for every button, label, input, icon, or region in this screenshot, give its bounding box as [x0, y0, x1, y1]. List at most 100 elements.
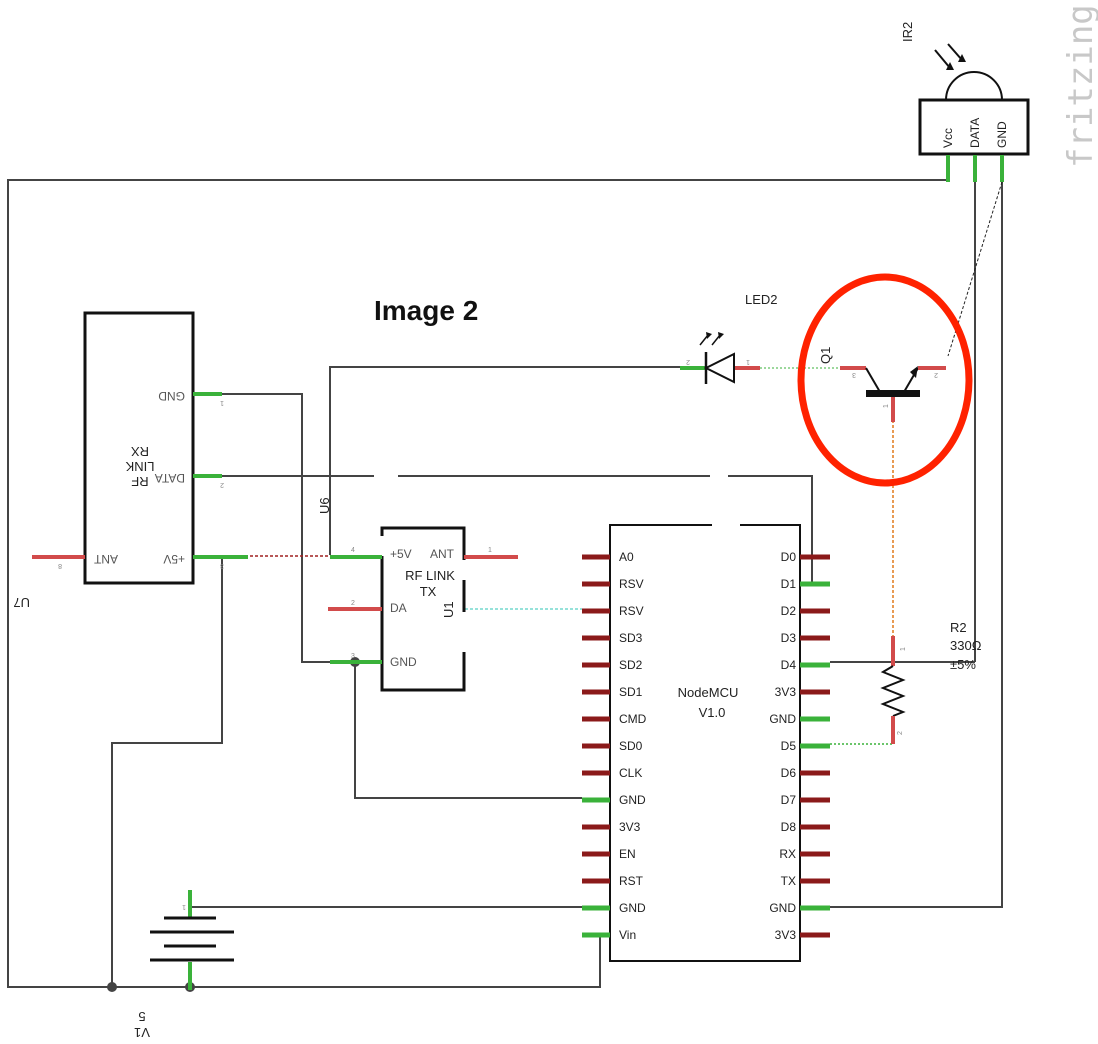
- mcu-left-pin-label: SD1: [619, 685, 643, 699]
- diagram-title: Image 2: [374, 295, 478, 326]
- battery-pin-1: 1: [182, 903, 186, 910]
- rx-pin-gnd: GND: [158, 389, 185, 403]
- mcu-right-pin-label: 3V3: [775, 685, 797, 699]
- mcu-left-pin-label: CLK: [619, 766, 642, 780]
- led-pin-2: 2: [686, 358, 690, 365]
- tx-gap: [374, 470, 398, 482]
- ir-body: [918, 98, 1030, 156]
- wires: [7, 179, 1003, 992]
- battery-ref: V1: [134, 1025, 150, 1040]
- tx-pin-5v: +5V: [390, 547, 412, 561]
- transistor-ref: Q1: [818, 347, 833, 364]
- tx-gap: [376, 536, 386, 556]
- rx-pin-num: 3: [220, 562, 224, 569]
- mcu-left-pin-label: SD3: [619, 631, 643, 645]
- mcu-right-pin-label: D0: [781, 550, 797, 564]
- transistor-base-bar: [866, 390, 920, 397]
- resistor-pin-1: 1: [900, 647, 907, 651]
- transistor-collector: [865, 367, 881, 393]
- wire-rx-5v: [111, 557, 223, 987]
- transistor-pin-2: 2: [934, 371, 938, 378]
- mcu-left-pin-label: EN: [619, 847, 636, 861]
- rx-line-rx: RX: [131, 444, 149, 459]
- mcu-body: [609, 524, 801, 962]
- tx-line-1: RF LINK: [405, 568, 455, 583]
- battery-value: 5: [138, 1009, 145, 1024]
- wire-rx-gnd: [222, 393, 382, 663]
- resistor: 1 2 R2 330Ω ±5%: [880, 620, 982, 744]
- resistor-tolerance: ±5%: [950, 657, 976, 672]
- mcu-right-pin-label: D5: [781, 739, 797, 753]
- wire-ir-gnd: [830, 180, 1003, 908]
- transistor-pin-1: 1: [883, 404, 890, 408]
- ir-arrow-icon: [947, 43, 963, 61]
- tx-pin-num: 1: [488, 547, 492, 554]
- junction-dot: [107, 982, 117, 992]
- ir-dome: [945, 71, 1003, 101]
- mcu-right-pin-label: 3V3: [775, 928, 797, 942]
- rx-body: [83, 311, 195, 585]
- rx-pin-num: 2: [220, 481, 224, 488]
- mcu-right-pin-label: GND: [769, 712, 796, 726]
- rx-pin-num: 1: [220, 399, 224, 406]
- rx-ref: U7: [13, 595, 30, 610]
- resistor-pin-2: 2: [897, 731, 904, 735]
- tx-gap: [458, 612, 468, 652]
- highlight-circle: [797, 273, 973, 487]
- led: LED2 2 1: [680, 292, 778, 384]
- mcu-left-pin-label: A0: [619, 550, 634, 564]
- fritzing-logo: fritzing: [1061, 4, 1098, 168]
- tx-pin-num: 4: [351, 547, 355, 554]
- ir-pin-gnd: GND: [995, 121, 1009, 148]
- transistor: Q1 3 2 1: [818, 347, 946, 422]
- mcu-left-pin-label: SD2: [619, 658, 643, 672]
- rx-pin-data: DATA: [155, 471, 185, 485]
- mcu-right-pin-label: D7: [781, 793, 797, 807]
- mcu-right-pin-label: D6: [781, 766, 797, 780]
- mcu-right-pin-label: GND: [769, 901, 796, 915]
- ir-arrowhead-icon: [958, 54, 966, 62]
- wire-tx-gnd: [354, 662, 582, 799]
- ir-arrow-icon: [934, 49, 951, 69]
- rx-pin-num: 8: [58, 562, 62, 569]
- nodemcu: NodeMCU V1.0 A0RSVRSVSD3SD2SD1CMDSD0CLKG…: [582, 519, 830, 962]
- wire-d1: [811, 557, 830, 584]
- mcu-line-1: NodeMCU: [678, 685, 739, 700]
- tx-line-2: TX: [420, 584, 437, 599]
- transistor-pin-3: 3: [852, 371, 856, 378]
- tx-pin-num: 2: [351, 600, 355, 607]
- resistor-zigzag-icon: [880, 665, 906, 717]
- led-arrowhead-icon: [706, 332, 712, 339]
- mcu-right-pin-label: RX: [779, 847, 796, 861]
- tx-pin-num: 3: [351, 653, 355, 660]
- rx-pin-5v: +5V: [163, 552, 185, 566]
- resistor-ref: R2: [950, 620, 967, 635]
- mcu-left-pin-label: RST: [619, 874, 644, 888]
- mcu-right-pin-label: D3: [781, 631, 797, 645]
- led-arrowhead-icon: [718, 332, 724, 339]
- mcu-left-pin-label: GND: [619, 793, 646, 807]
- mcu-gap: [712, 519, 740, 531]
- led-ref: LED2: [745, 292, 778, 307]
- tx-ref-u1: U1: [441, 601, 456, 618]
- tx-pin-ant: ANT: [430, 547, 455, 561]
- mcu-right-pin-label: D2: [781, 604, 797, 618]
- wire-vcc-rail: [7, 179, 948, 988]
- ir-pin-vcc: Vcc: [941, 128, 955, 148]
- mcu-left-pin-label: CMD: [619, 712, 647, 726]
- ir-arrowhead-icon: [946, 62, 954, 70]
- transistor-arrow-icon: [910, 366, 918, 378]
- rx-line-link: LINK: [125, 459, 154, 474]
- mcu-left-pin-label: RSV: [619, 604, 644, 618]
- mcu-left-pin-label: SD0: [619, 739, 643, 753]
- rf-transmitter: U6 U1 RF LINK TX +5V ANT DA GND 4 1 2 3: [317, 470, 518, 692]
- mcu-left-pin-label: GND: [619, 901, 646, 915]
- tx-pin-gnd: GND: [390, 655, 417, 669]
- led-diode-icon: [703, 352, 735, 384]
- tx-body: [380, 526, 466, 692]
- resistor-value: 330Ω: [950, 638, 982, 653]
- tx-pin-data: DA: [390, 601, 407, 615]
- wire-d5: [830, 715, 894, 745]
- ir-ref: IR2: [900, 22, 915, 42]
